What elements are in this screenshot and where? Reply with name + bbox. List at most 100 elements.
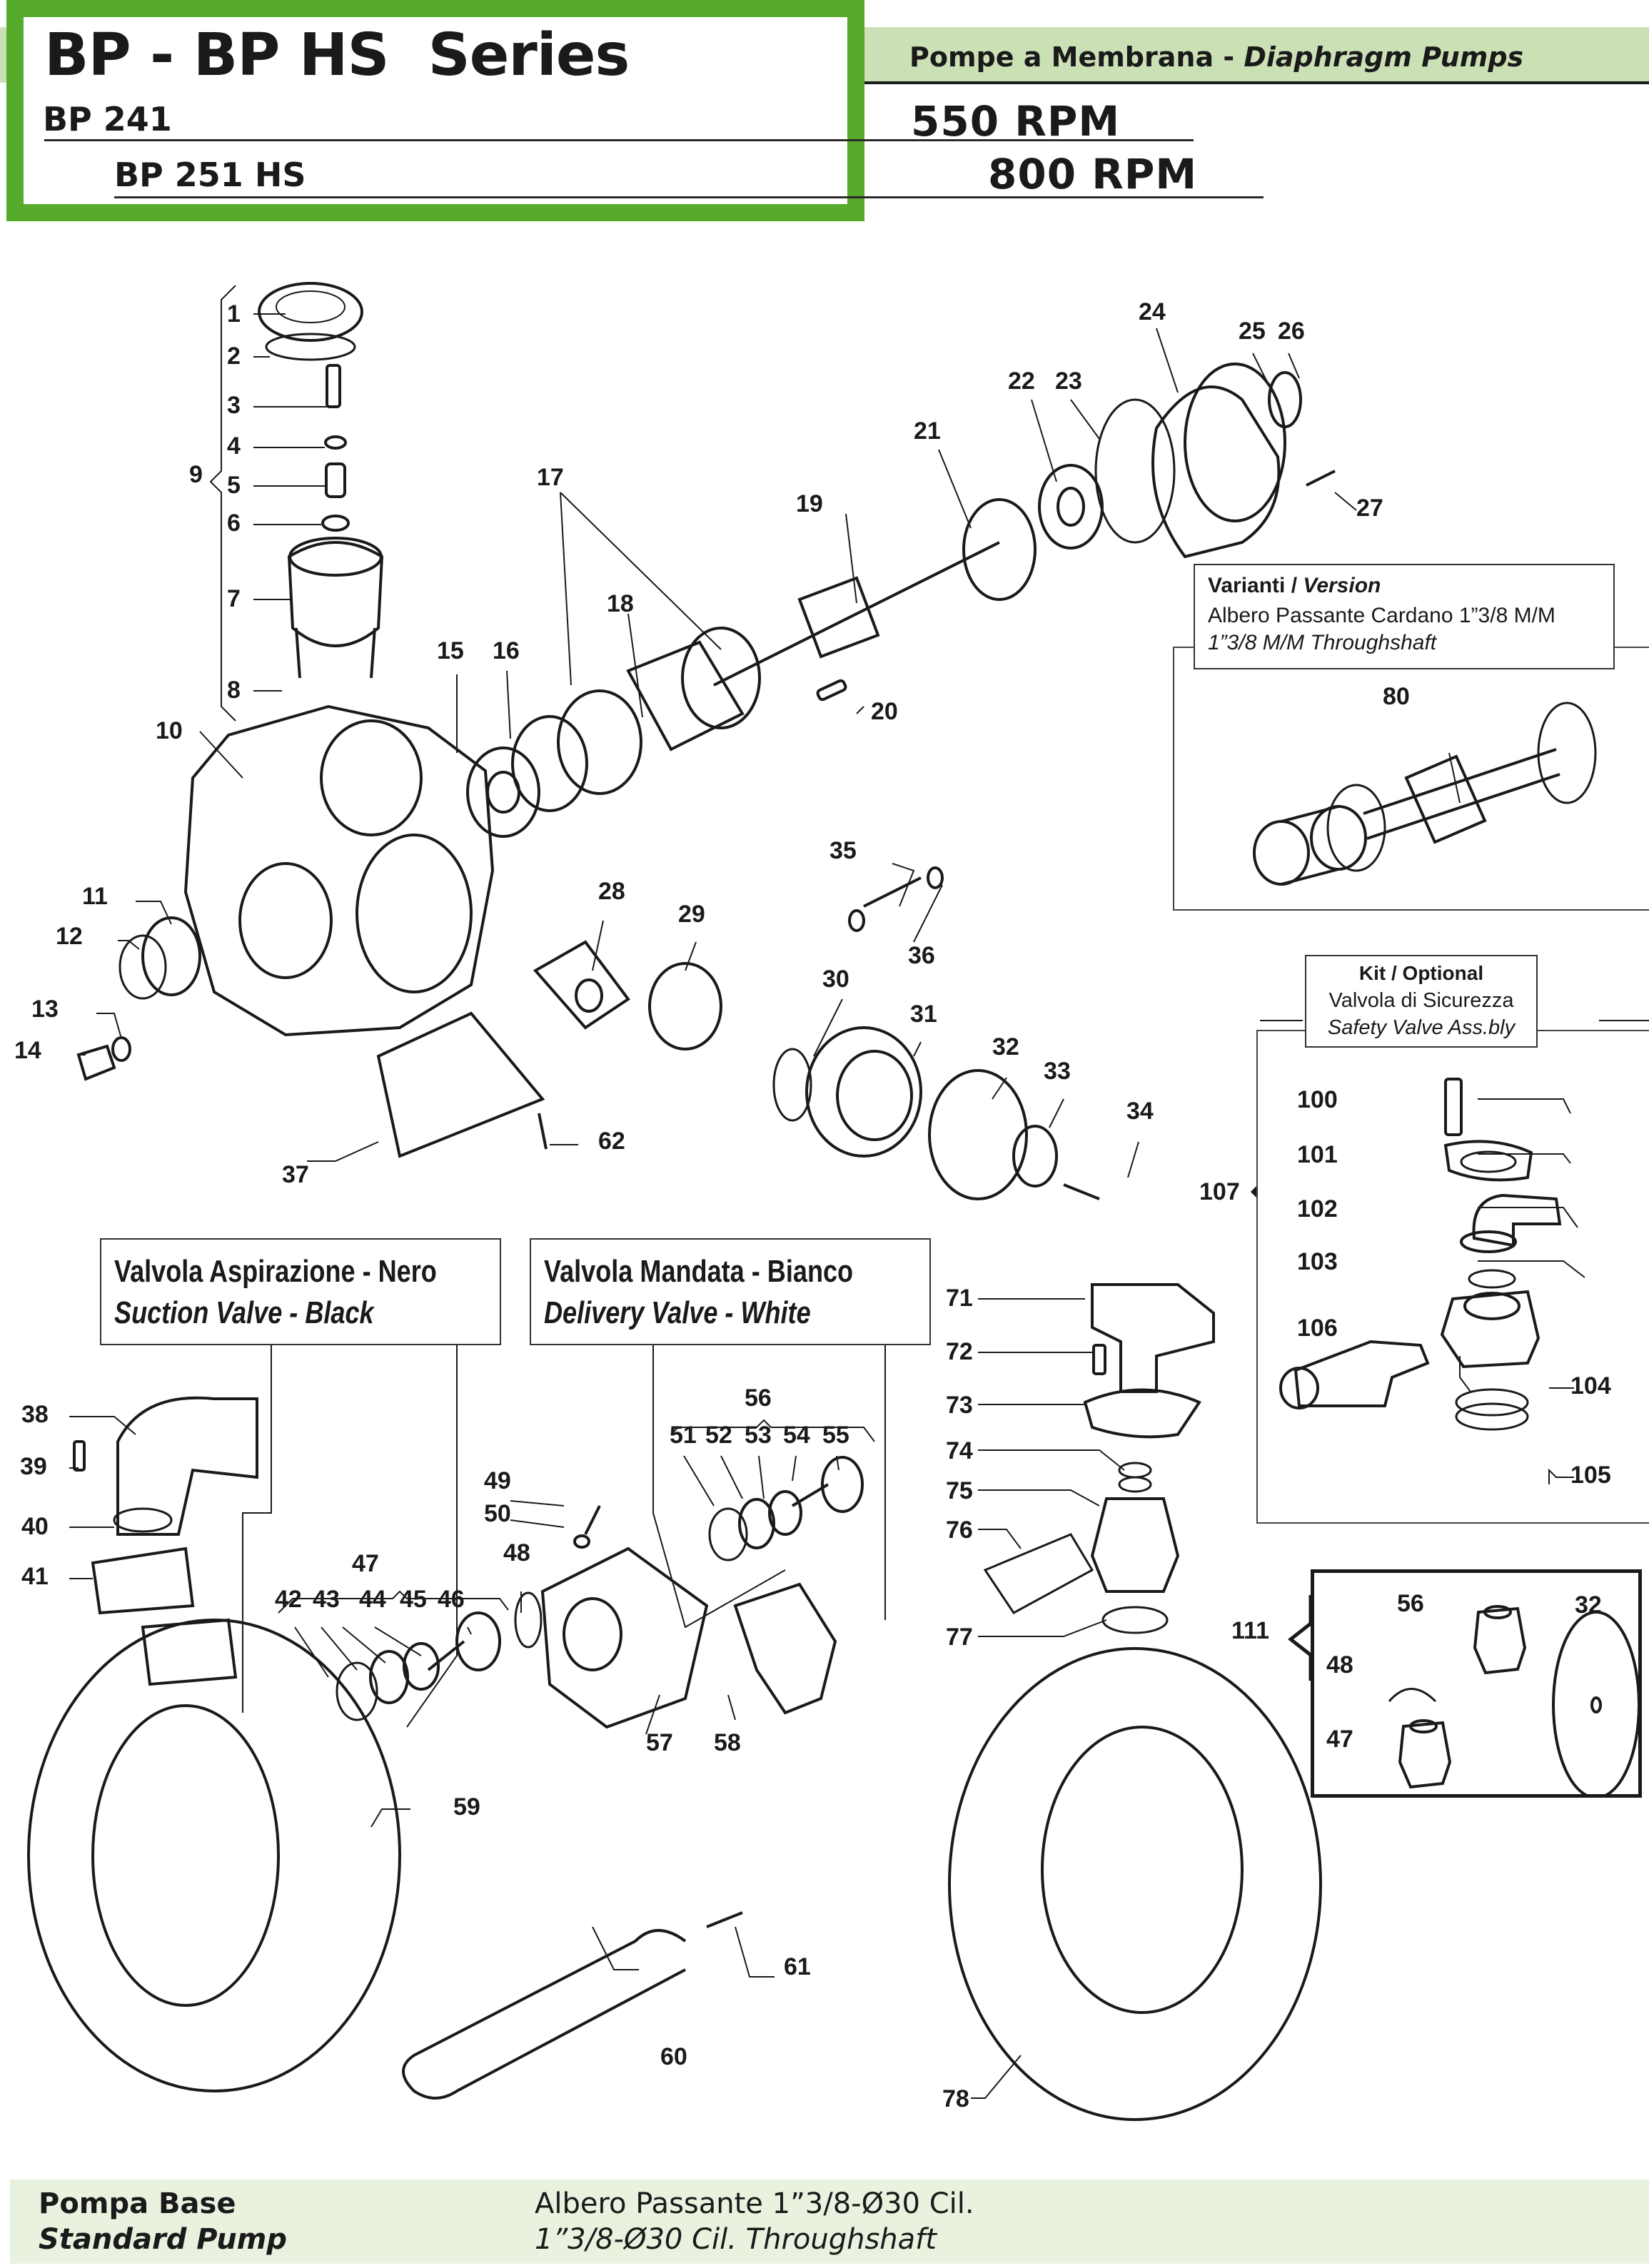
part-callout-1: 1: [227, 300, 241, 328]
screw-part: [73, 1440, 86, 1472]
group-pointer-107: [1251, 1185, 1258, 1199]
subtitle-italian: Pompe a Membrana -: [909, 41, 1244, 73]
key-part: [816, 679, 847, 702]
screw-part: [584, 1505, 601, 1535]
part-callout-11: 11: [82, 883, 108, 910]
o-ring-part: [1455, 1402, 1529, 1431]
screw-part: [706, 1911, 743, 1928]
kit-111-frame: [1311, 1569, 1642, 1798]
part-callout-54: 54: [783, 1422, 810, 1449]
crank-bushing-part: [626, 640, 745, 751]
diaphragm-holder-part: [805, 1026, 922, 1158]
part-callout-61: 61: [784, 1953, 811, 1980]
screw-part: [538, 1113, 548, 1150]
disc-part: [1537, 702, 1597, 804]
subtitle: Pompe a Membrana - Diaphragm Pumps: [909, 40, 1523, 74]
part-callout-20: 20: [871, 698, 898, 725]
model-name-2: BP 251 HS: [114, 156, 306, 194]
circlip-part: [118, 934, 167, 1000]
series-frame-inner: [24, 17, 847, 204]
part-callout-19: 19: [796, 490, 823, 517]
part-callout-73: 73: [946, 1392, 973, 1419]
part-callout-47: 47: [352, 1550, 379, 1577]
part-callout-32: 32: [992, 1033, 1019, 1060]
snap-ring-part: [514, 1591, 543, 1649]
o-ring-part: [1094, 398, 1176, 544]
part-callout-kit-box-parts-0: 100: [1297, 1086, 1338, 1113]
part-callout-33: 33: [1044, 1058, 1071, 1085]
footer-label-it: Pompa Base: [39, 2187, 236, 2220]
series-title: BP - BP HS Series: [44, 21, 630, 89]
variant-title-en: Version: [1303, 574, 1381, 597]
o-ring-part: [708, 1507, 748, 1561]
snap-ring-part: [772, 1048, 812, 1122]
throughshaft-drawing: [1253, 702, 1597, 886]
part-callout-77: 77: [946, 1624, 973, 1651]
suction-valve-label-it: Valvola Aspirazione - Nero: [114, 1254, 437, 1289]
part-callout-18: 18: [607, 590, 634, 617]
part-callout-37: 37: [282, 1161, 309, 1188]
part-callout-51: 51: [670, 1422, 697, 1449]
retaining-clip-part: [983, 1533, 1094, 1614]
part-callout-9: 9: [189, 461, 203, 488]
safety-valve-drawing: [1279, 1078, 1562, 1431]
variant-title: Varianti / Version: [1208, 574, 1381, 598]
delivery-valve-label-en: Delivery Valve - White: [544, 1295, 811, 1330]
part-callout-kit-111-parts-1: 32: [1575, 1591, 1602, 1619]
part-callout-52: 52: [705, 1422, 732, 1449]
variant-title-it: Varianti: [1208, 574, 1286, 597]
snap-ring-part: [1388, 1688, 1437, 1703]
part-callout-10: 10: [156, 717, 183, 744]
seal-part: [141, 916, 201, 996]
valve-part: [325, 462, 346, 498]
part-callout-59: 59: [453, 1793, 480, 1821]
group-bracket-111: [1287, 1595, 1313, 1681]
diaphragm-part: [1552, 1611, 1640, 1798]
part-callout-kit-111-parts-3: 47: [1326, 1726, 1353, 1753]
part-callout-21: 21: [914, 417, 941, 445]
guard-part: [376, 1011, 545, 1158]
piston-part: [648, 962, 722, 1051]
part-callout-72: 72: [946, 1338, 973, 1365]
part-callout-28: 28: [598, 878, 625, 905]
valve-cover-part: [540, 1546, 709, 1729]
part-callout-41: 41: [21, 1563, 49, 1590]
model-name-1: BP 241: [43, 100, 172, 138]
valve-part: [1473, 1606, 1527, 1675]
part-callout-24: 24: [1139, 298, 1166, 325]
bearing-part: [466, 746, 540, 838]
disc-part: [1326, 784, 1386, 872]
part-callout-29: 29: [678, 901, 705, 928]
part-callout-75: 75: [946, 1477, 973, 1504]
o-ring-part: [265, 333, 356, 361]
part-callout-26: 26: [1278, 318, 1305, 345]
part-callout-8: 8: [227, 677, 241, 704]
part-callout-12: 12: [56, 923, 83, 950]
part-callout-38: 38: [21, 1401, 49, 1428]
kit-line-en: Safety Valve Ass.bly: [1327, 1016, 1516, 1039]
manifold-part: [948, 1647, 1322, 2121]
bearing-part: [1038, 464, 1104, 550]
kit-box: Kit / Optional Valvola di Sicurezza Safe…: [1305, 955, 1538, 1048]
delivery-valve-box: Valvola Mandata - Bianco Delivery Valve …: [530, 1238, 931, 1345]
screw-part: [1444, 1078, 1463, 1136]
oil-cup-part: [287, 541, 384, 647]
tee-fitting-part: [1294, 1340, 1430, 1407]
o-ring-part: [1468, 1269, 1516, 1289]
part-callout-60: 60: [660, 2043, 687, 2070]
drain-plug-part: [76, 1044, 116, 1081]
screw-part: [326, 364, 341, 408]
part-callout-22: 22: [1008, 368, 1035, 395]
model-rpm-2: 800 RPM: [988, 150, 1198, 198]
oil-cap-part: [258, 282, 363, 342]
part-callout-27: 27: [1356, 495, 1383, 522]
flange-cover-part: [1151, 385, 1281, 559]
tee-fitting-part: [1091, 1283, 1215, 1393]
valve-body-part: [1440, 1290, 1540, 1369]
leader-lines: [69, 285, 1649, 2099]
valve-clip-part: [733, 1582, 837, 1715]
part-callout-42: 42: [275, 1586, 302, 1613]
part-callout-kit-box-parts-4: 104: [1570, 1372, 1611, 1399]
part-callout-74: 74: [946, 1437, 973, 1464]
valve-cage-part: [821, 1456, 864, 1513]
